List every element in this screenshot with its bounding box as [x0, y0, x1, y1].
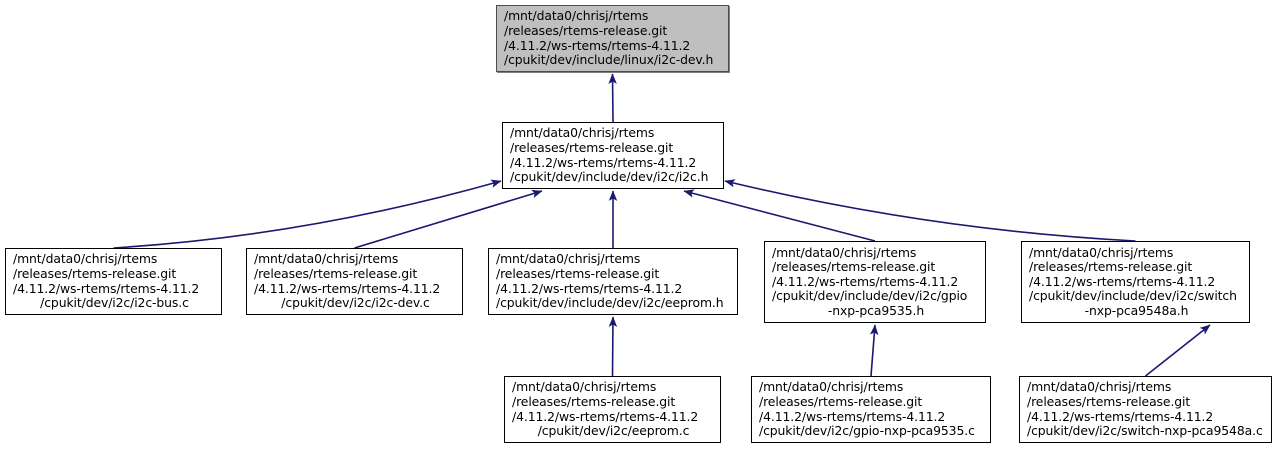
edge-gpio-nxp-pca9535-h-to-i2c-h: [683, 189, 876, 242]
node-i2c-dev-h[interactable]: /mnt/data0/chrisj/rtems /releases/rtems-…: [496, 5, 729, 72]
node-label: /mnt/data0/chrisj/rtems /releases/rtems-…: [503, 123, 723, 187]
node-label: /mnt/data0/chrisj/rtems /releases/rtems-…: [765, 243, 985, 322]
edge-i2c-dev-c-to-i2c-h: [354, 189, 543, 249]
node-line: /cpukit/dev/i2c/i2c-bus.c: [40, 295, 189, 311]
node-line: -nxp-pca9535.h: [827, 302, 925, 318]
edge-eeprom-c-to-eeprom-h: [608, 316, 618, 377]
node-switch-nxp-pca9548a-h[interactable]: /mnt/data0/chrisj/rtems /releases/rtems-…: [1021, 241, 1250, 323]
node-line: /cpukit/dev/include/dev/i2c/switch: [1029, 288, 1237, 304]
node-line: /4.11.2/ws-rtems/rtems-4.11.2: [512, 408, 699, 424]
edge-i2c-bus-c-to-i2c-h: [113, 179, 502, 249]
edge-switch-nxp-pca9548a-c-to-switch-nxp-pca9548a-h: [1145, 324, 1211, 377]
node-line: /mnt/data0/chrisj/rtems: [772, 244, 917, 260]
node-line: /releases/rtems-release.git: [759, 393, 923, 409]
node-line: /releases/rtems-release.git: [512, 393, 676, 409]
node-line: /cpukit/dev/include/dev/i2c/eeprom.h: [496, 295, 724, 311]
node-line: /cpukit/dev/i2c/eeprom.c: [537, 423, 690, 439]
node-line: /cpukit/dev/i2c/i2c-dev.c: [281, 295, 430, 311]
node-label: /mnt/data0/chrisj/rtems /releases/rtems-…: [752, 377, 990, 441]
node-line: /releases/rtems-release.git: [254, 265, 418, 281]
node-line: /cpukit/dev/include/linux/i2c-dev.h: [504, 52, 714, 68]
node-line: -nxp-pca9548a.h: [1084, 302, 1189, 318]
edge-switch-nxp-pca9548a-h-to-i2c-h: [724, 179, 1136, 242]
node-line: /4.11.2/ws-rtems/rtems-4.11.2: [254, 280, 441, 296]
node-line: /cpukit/dev/include/dev/i2c/gpio: [772, 288, 968, 304]
node-line: /4.11.2/ws-rtems/rtems-4.11.2: [13, 280, 200, 296]
node-line: /mnt/data0/chrisj/rtems: [1029, 244, 1174, 260]
node-line: /4.11.2/ws-rtems/rtems-4.11.2: [1027, 408, 1214, 424]
node-line: /4.11.2/ws-rtems/rtems-4.11.2: [496, 280, 683, 296]
node-line: /mnt/data0/chrisj/rtems: [510, 125, 655, 141]
node-label: /mnt/data0/chrisj/rtems /releases/rtems-…: [497, 6, 728, 70]
node-line: /mnt/data0/chrisj/rtems: [254, 251, 399, 267]
node-gpio-nxp-pca9535-h[interactable]: /mnt/data0/chrisj/rtems /releases/rtems-…: [764, 241, 986, 323]
node-i2c-h[interactable]: /mnt/data0/chrisj/rtems /releases/rtems-…: [502, 122, 724, 189]
node-line: /4.11.2/ws-rtems/rtems-4.11.2: [504, 37, 691, 53]
node-line: /mnt/data0/chrisj/rtems: [13, 251, 158, 267]
edge-gpio-nxp-pca9535-c-to-gpio-nxp-pca9535-h: [869, 324, 879, 377]
node-line: /mnt/data0/chrisj/rtems: [496, 251, 641, 267]
node-line: /releases/rtems-release.git: [1029, 259, 1193, 275]
node-line: /cpukit/dev/i2c/gpio-nxp-pca9535.c: [759, 423, 975, 439]
node-line: /mnt/data0/chrisj/rtems: [512, 379, 657, 395]
node-label: /mnt/data0/chrisj/rtems /releases/rtems-…: [1020, 377, 1271, 441]
node-line: /releases/rtems-release.git: [496, 265, 660, 281]
node-eeprom-h[interactable]: /mnt/data0/chrisj/rtems /releases/rtems-…: [488, 248, 738, 315]
node-gpio-nxp-pca9535-c[interactable]: /mnt/data0/chrisj/rtems /releases/rtems-…: [751, 376, 991, 443]
node-line: /4.11.2/ws-rtems/rtems-4.11.2: [510, 154, 697, 170]
node-line: /mnt/data0/chrisj/rtems: [1027, 379, 1172, 395]
node-label: /mnt/data0/chrisj/rtems /releases/rtems-…: [247, 249, 462, 313]
node-switch-nxp-pca9548a-c[interactable]: /mnt/data0/chrisj/rtems /releases/rtems-…: [1019, 376, 1272, 443]
node-label: /mnt/data0/chrisj/rtems /releases/rtems-…: [505, 377, 720, 441]
node-line: /4.11.2/ws-rtems/rtems-4.11.2: [772, 273, 959, 289]
node-i2c-bus-c[interactable]: /mnt/data0/chrisj/rtems /releases/rtems-…: [5, 248, 222, 315]
node-line: /cpukit/dev/include/dev/i2c/i2c.h: [510, 169, 709, 185]
node-line: /4.11.2/ws-rtems/rtems-4.11.2: [759, 408, 946, 424]
node-line: /mnt/data0/chrisj/rtems: [504, 8, 649, 24]
node-eeprom-c[interactable]: /mnt/data0/chrisj/rtems /releases/rtems-…: [504, 376, 721, 443]
node-line: /releases/rtems-release.git: [504, 22, 668, 38]
node-line: /cpukit/dev/i2c/switch-nxp-pca9548a.c: [1027, 423, 1263, 439]
node-line: /4.11.2/ws-rtems/rtems-4.11.2: [1029, 273, 1216, 289]
node-line: /mnt/data0/chrisj/rtems: [759, 379, 904, 395]
node-i2c-dev-c[interactable]: /mnt/data0/chrisj/rtems /releases/rtems-…: [246, 248, 463, 315]
node-label: /mnt/data0/chrisj/rtems /releases/rtems-…: [1022, 243, 1249, 322]
edge-i2c-h-to-i2c-dev-h: [608, 73, 617, 123]
node-line: /releases/rtems-release.git: [1027, 393, 1191, 409]
node-label: /mnt/data0/chrisj/rtems /releases/rtems-…: [6, 249, 221, 313]
node-line: /releases/rtems-release.git: [13, 265, 177, 281]
node-label: /mnt/data0/chrisj/rtems /releases/rtems-…: [489, 249, 737, 313]
node-line: /releases/rtems-release.git: [510, 139, 674, 155]
node-line: /releases/rtems-release.git: [772, 259, 936, 275]
